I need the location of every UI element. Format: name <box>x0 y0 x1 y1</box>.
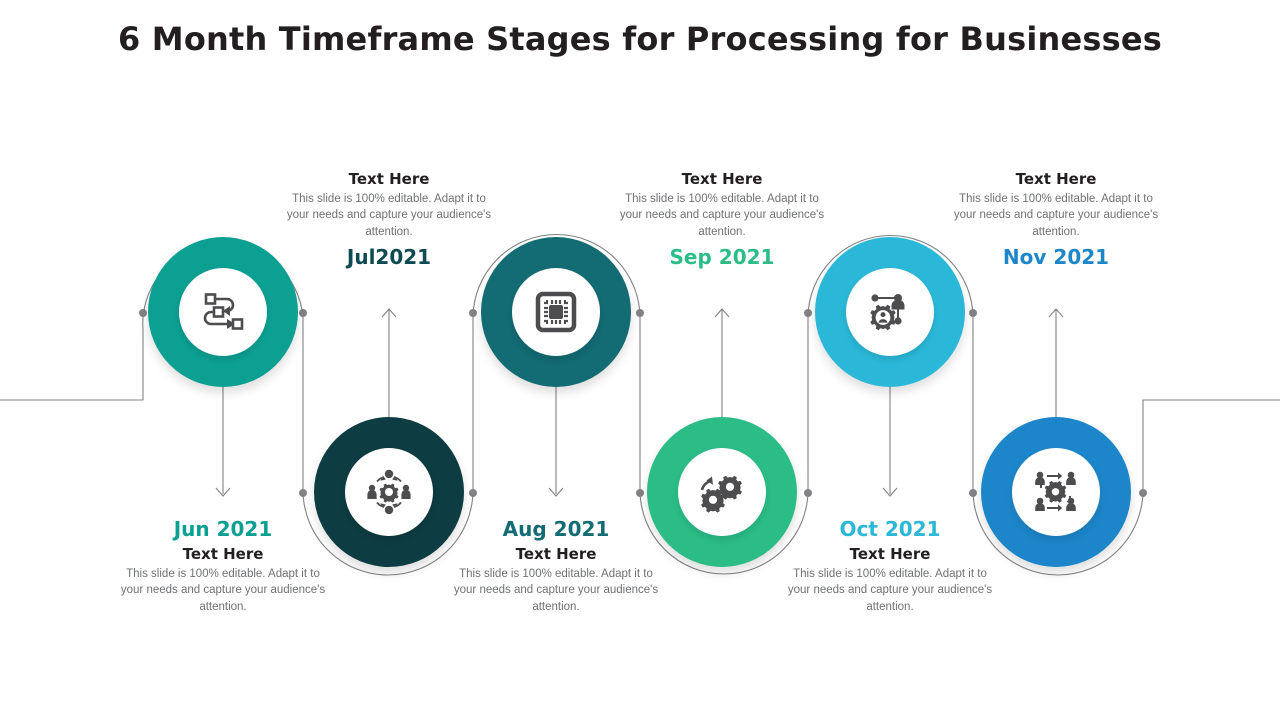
stage-body-1: This slide is 100% editable. Adapt it to… <box>120 568 326 613</box>
team-gear-cycle-icon <box>365 469 413 515</box>
stage-month-3: Aug 2021 <box>502 517 610 541</box>
chevron-down-stage-1 <box>215 487 231 497</box>
stage-body-4: This slide is 100% editable. Adapt it to… <box>619 193 825 238</box>
stage-text-5: Oct 2021 Text Here This slide is 100% ed… <box>785 518 995 615</box>
workflow-process-icon <box>201 292 245 332</box>
connector-exit-right <box>1142 399 1280 490</box>
stage-icon-wrap-2 <box>345 448 433 536</box>
connector-dot <box>469 489 477 497</box>
stage-text-4: Text Here This slide is 100% editable. A… <box>617 170 827 269</box>
stage-header-3: Text Here <box>515 545 597 563</box>
stage-month-4: Sep 2021 <box>669 244 775 269</box>
stage-text-2: Text Here This slide is 100% editable. A… <box>284 170 494 269</box>
stage-header-5: Text Here <box>849 545 931 563</box>
arc-stage-3 <box>472 234 641 319</box>
chevron-down-stage-3 <box>548 487 564 497</box>
connector-dot <box>636 309 644 317</box>
stage-body-3: This slide is 100% editable. Adapt it to… <box>453 568 659 613</box>
gears-refresh-icon <box>699 471 745 513</box>
user-gear-network-icon <box>867 290 913 334</box>
arc-stage-5 <box>807 235 974 319</box>
connector-dot <box>969 489 977 497</box>
stage-node-3[interactable] <box>481 237 631 387</box>
stage-month-2: Jul2021 <box>346 244 432 269</box>
connector-dot <box>299 489 307 497</box>
chevron-up-stage-2 <box>381 308 397 318</box>
stage-icon-wrap-3 <box>512 268 600 356</box>
arc-stage-4 <box>639 489 809 575</box>
stage-header-4: Text Here <box>681 170 763 188</box>
stage-body-6: This slide is 100% editable. Adapt it to… <box>953 193 1159 238</box>
stage-text-6: Text Here This slide is 100% editable. A… <box>951 170 1161 269</box>
stage-body-2: This slide is 100% editable. Adapt it to… <box>286 193 492 238</box>
chevron-up-stage-6 <box>1048 308 1064 318</box>
connector-dot <box>804 489 812 497</box>
cpu-chip-icon <box>535 291 577 333</box>
connector-dot <box>804 309 812 317</box>
stage-node-2[interactable] <box>314 417 464 567</box>
connector-dots <box>139 309 1147 497</box>
stage-header-1: Text Here <box>182 545 264 563</box>
stage-text-3: Aug 2021 Text Here This slide is 100% ed… <box>451 518 661 615</box>
stage-icon-wrap-1 <box>179 268 267 356</box>
stage-text-1: Jun 2021 Text Here This slide is 100% ed… <box>118 518 328 615</box>
stage-month-1: Jun 2021 <box>173 517 273 541</box>
chevron-down-stage-5 <box>882 487 898 497</box>
connector-dot <box>1139 489 1147 497</box>
arc-stage-2 <box>302 489 474 576</box>
connector-dot <box>299 309 307 317</box>
stage-node-4[interactable] <box>647 417 797 567</box>
connector-dot <box>469 309 477 317</box>
stage-node-1[interactable] <box>148 237 298 387</box>
stage-header-6: Text Here <box>1015 170 1097 188</box>
arc-stage-6 <box>972 489 1144 576</box>
stage-month-6: Nov 2021 <box>1002 244 1110 269</box>
connector-dot <box>969 309 977 317</box>
stage-header-2: Text Here <box>348 170 430 188</box>
stage-node-5[interactable] <box>815 237 965 387</box>
team-network-gear-icon <box>1033 470 1079 514</box>
stage-icon-wrap-5 <box>846 268 934 356</box>
connector-entry-left <box>0 330 144 401</box>
stage-icon-wrap-6 <box>1012 448 1100 536</box>
chevron-up-stage-4 <box>714 308 730 318</box>
connector-dot <box>636 489 644 497</box>
connector-dot <box>139 309 147 317</box>
stage-body-5: This slide is 100% editable. Adapt it to… <box>787 568 993 613</box>
stage-icon-wrap-4 <box>678 448 766 536</box>
page-title: 6 Month Timeframe Stages for Processing … <box>117 20 1163 58</box>
stage-node-6[interactable] <box>981 417 1131 567</box>
stage-month-5: Oct 2021 <box>839 517 941 541</box>
